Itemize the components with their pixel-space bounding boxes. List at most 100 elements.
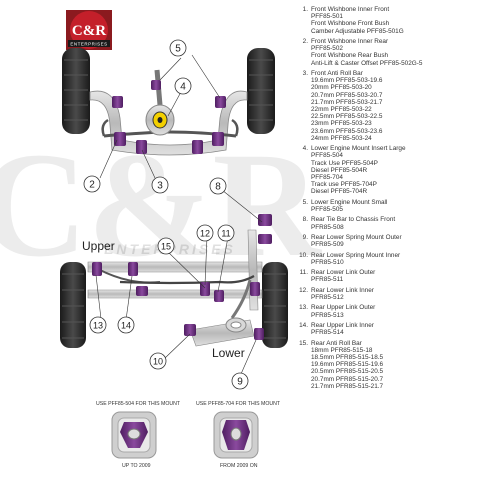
part-line: PFR85-509	[311, 241, 344, 249]
callout-13: 13	[93, 321, 103, 331]
part-line: Front Wishbone Front Bush	[311, 20, 390, 28]
front-tyre-left	[62, 48, 90, 134]
part-line: PFF85-501	[311, 13, 343, 21]
part-line: Rear Upper Link Outer	[311, 304, 376, 312]
rear-anti-roll-bar	[119, 275, 255, 285]
brand-logo: C&R ENTERPRISES	[66, 10, 112, 50]
part-line: Lower Engine Mount Small	[311, 198, 388, 206]
part-line: Diesel PFF85-504R	[311, 166, 368, 174]
logo-subtext: ENTERPRISES	[70, 42, 107, 47]
callout-2: 2	[89, 180, 95, 191]
rear-tyre-left	[60, 262, 86, 348]
rear-bushes	[92, 214, 272, 340]
part-line: Lower Engine Mount Insert Large	[311, 145, 406, 153]
part-line: Rear Lower Spring Mount Inner	[311, 251, 401, 259]
part-line: Rear Upper Link Inner	[311, 321, 374, 329]
part-line: PFF85-504	[311, 152, 343, 160]
part-number: 12.	[299, 286, 308, 294]
part-line: Front Anti Roll Bar	[311, 70, 363, 77]
lower-label: Lower	[212, 346, 245, 360]
part-line: Rear Tie Bar to Chassis Front	[311, 216, 396, 224]
mount-caption-left-bottom: UP TO 2009	[122, 463, 151, 469]
part-line: PFF85-505	[311, 206, 343, 214]
part-size-line: 23mm PFF85-503-23	[311, 120, 372, 128]
part-line: PFR85-513	[311, 311, 344, 319]
part-size-line: 22mm PFF85-503-22	[311, 106, 372, 114]
part-number: 8.	[302, 216, 308, 224]
mount-photo-right	[213, 411, 259, 459]
part-number: 11.	[299, 269, 308, 277]
callout-8: 8	[215, 182, 221, 193]
part-line: Diesel PFF85-704R	[311, 188, 368, 196]
mount-photo-left	[111, 411, 157, 459]
part-line: Rear Anti Roll Bar	[311, 339, 362, 347]
part-line: Rear Lower Spring Mount Outer	[311, 234, 402, 242]
callout-14: 14	[121, 321, 131, 331]
part-number: 15.	[299, 339, 308, 347]
part-head: 15.Rear Anti Roll Bar	[286, 340, 498, 347]
part-line: PFR85-508	[311, 223, 344, 231]
callout-9: 9	[237, 377, 243, 388]
callout-12: 12	[200, 229, 210, 239]
callout-leaders	[95, 54, 263, 375]
front-bushes	[112, 96, 226, 154]
part-number: 9.	[302, 234, 308, 242]
part-line: Anti-Lift & Caster Offset PFF85-502G-5	[311, 59, 423, 67]
part-line: Rear Lower Link Inner	[311, 286, 374, 294]
callout-numbers: 5 2 3 4 8 9 10 11 12 13 14 15	[89, 44, 243, 388]
part-size-line: 20.5mm PFR85-515-20.5	[311, 368, 384, 376]
mount-caption-right-top: USE PFF85-704 FOR THIS MOUNT	[196, 401, 281, 407]
part-size-line: 18mm PFR85-515-18	[311, 346, 373, 354]
part-line: PFF85-502	[311, 45, 343, 53]
part-number: 13.	[299, 304, 308, 312]
part-line: Camber Adjustable PFF85-501G	[311, 27, 404, 35]
part-head: 3.Front Anti Roll Bar	[286, 70, 498, 77]
part-line: PFR85-512	[311, 294, 344, 301]
part-line: Track use PFF85-704P	[311, 181, 377, 189]
part-size-line: 21.7mm PFF85-503-21.7	[311, 98, 383, 106]
front-tyre-right	[247, 48, 275, 134]
part-size-line: 18.5mm PFR85-515-18.5	[311, 353, 384, 361]
logo-text: C&R	[72, 23, 106, 39]
part-line: Front Wishbone Rear Bush	[311, 52, 389, 60]
part-number: 5.	[302, 198, 308, 206]
callout-5: 5	[175, 44, 181, 55]
part-number: 4.	[302, 145, 308, 153]
part-number: 3.	[302, 70, 308, 77]
part-size-line: 20.7mm PFR85-515-20.7	[311, 375, 384, 383]
part-lines: Front Anti Roll Bar	[311, 70, 498, 77]
callout-10: 10	[153, 357, 163, 367]
part-size-line: 22.5mm PFF85-503-22.5	[311, 113, 383, 121]
part-number: 1.	[302, 6, 308, 13]
